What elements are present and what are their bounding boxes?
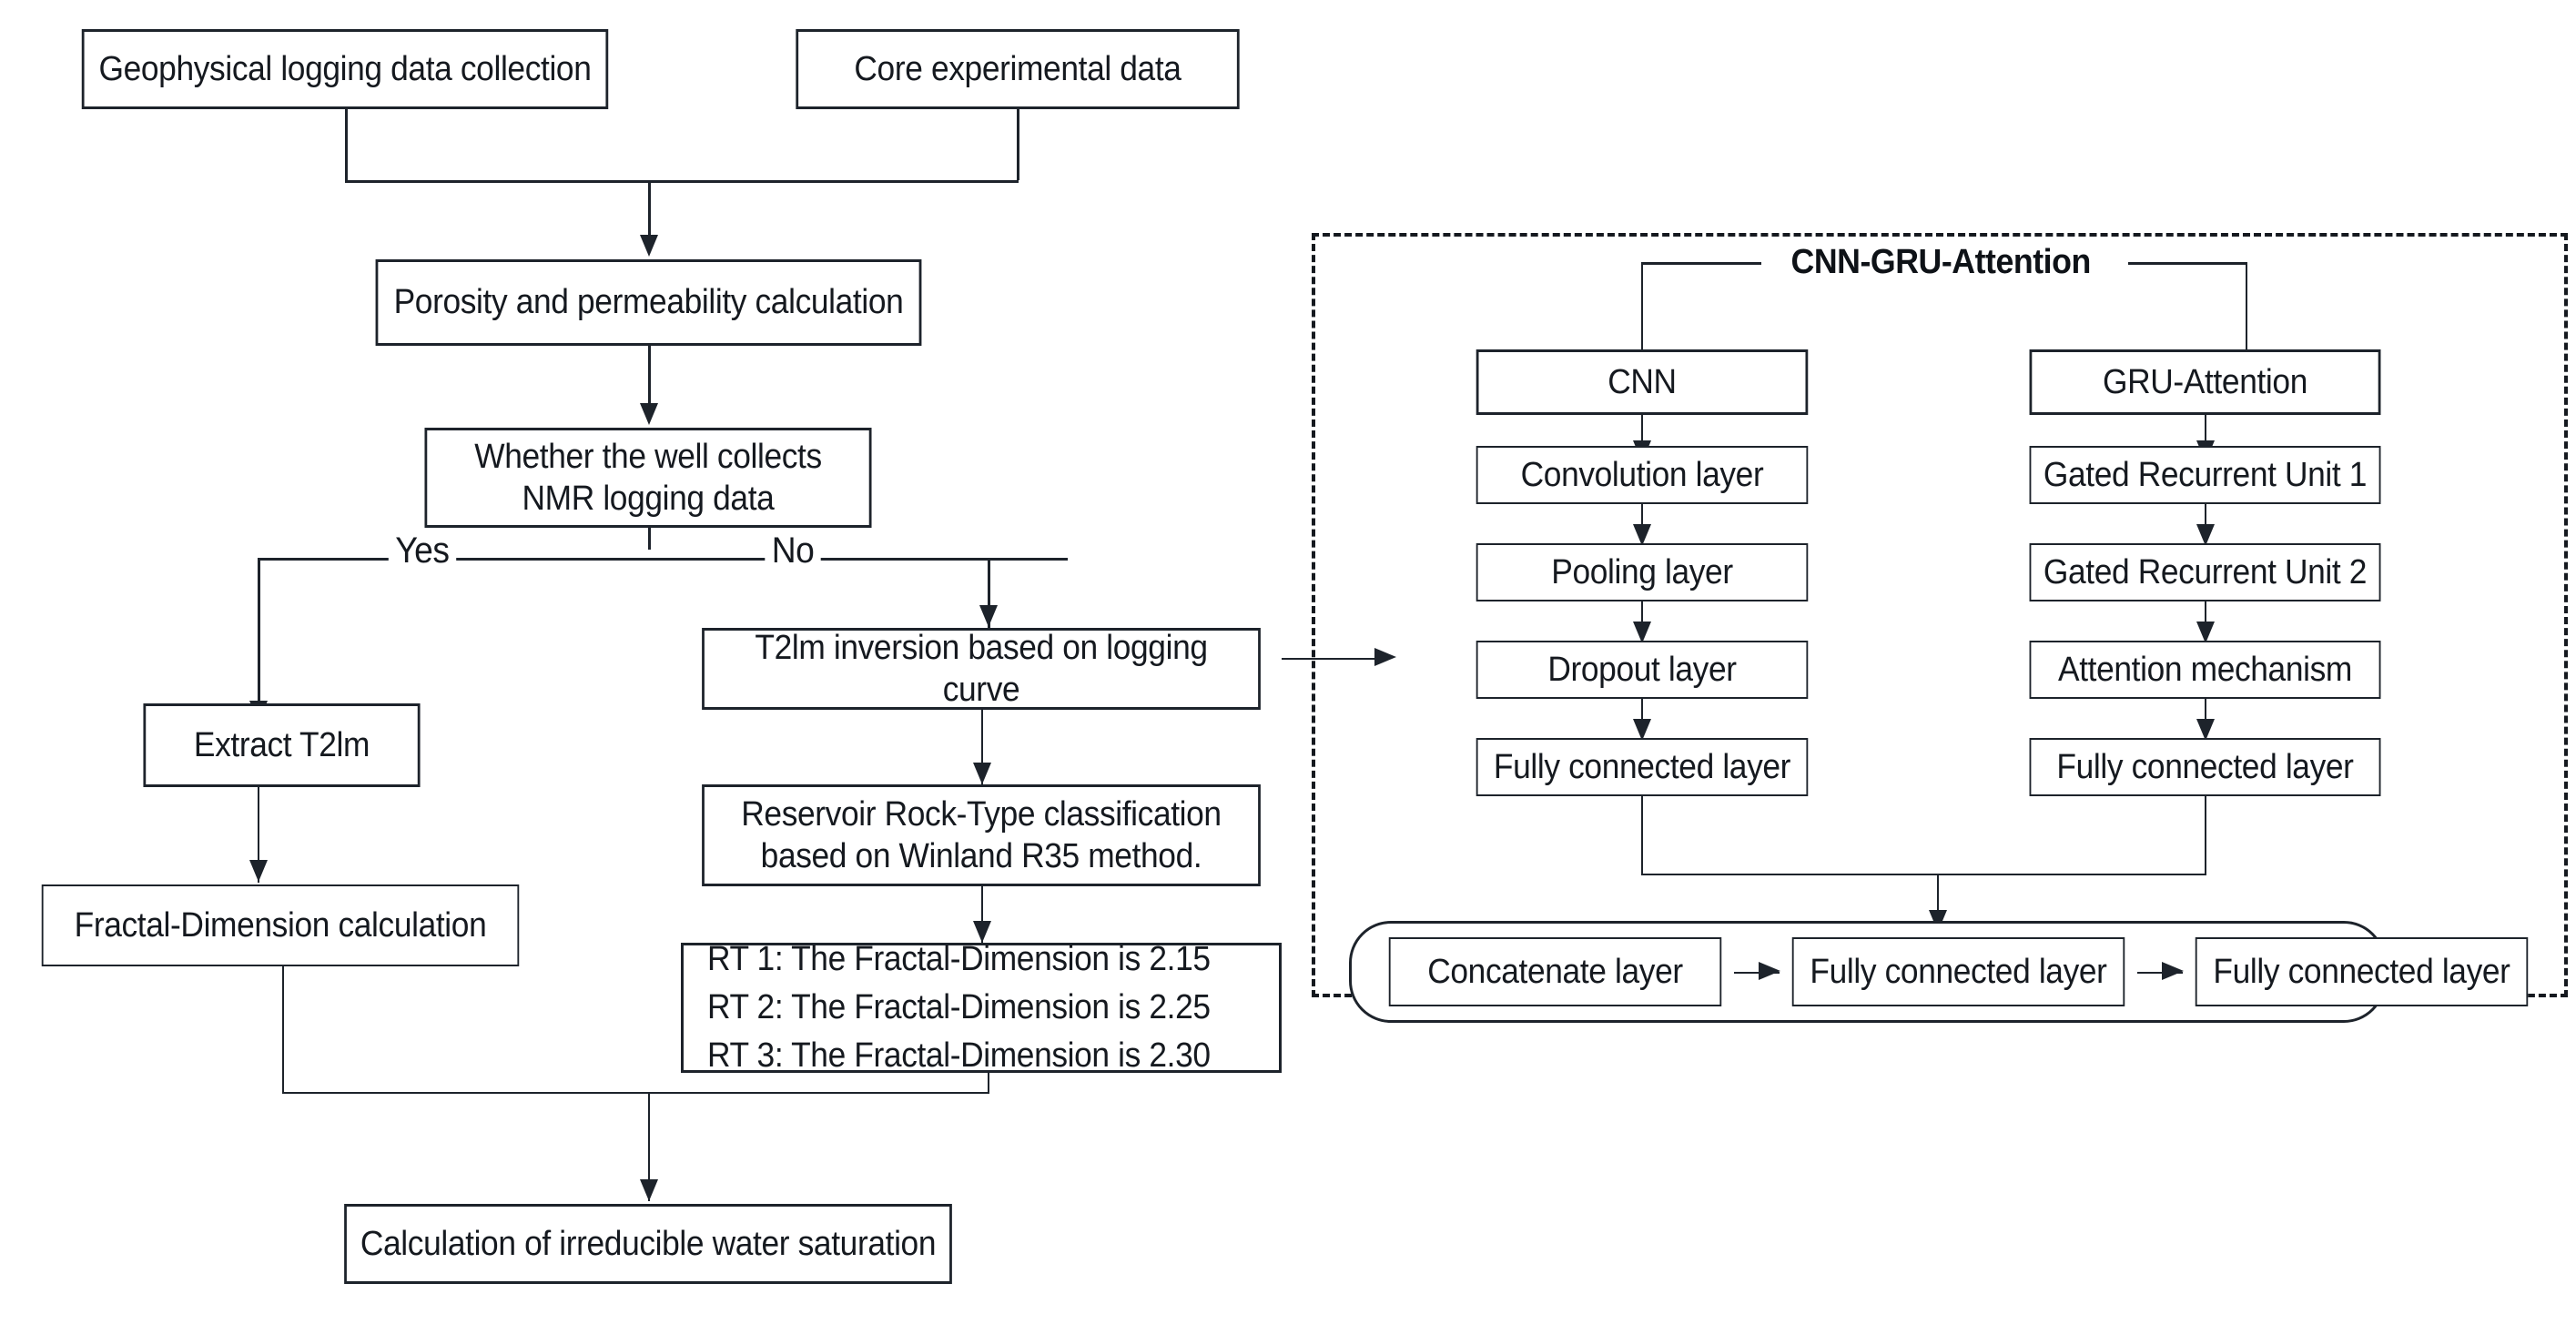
node-gru-attention-head[interactable]: GRU-Attention: [2029, 349, 2381, 415]
node-core-experimental-data[interactable]: Core experimental data: [796, 29, 1240, 109]
node-gru-fully-connected-layer[interactable]: Fully connected layer: [2029, 738, 2381, 796]
connector-title-to-cnn: [1641, 262, 1643, 349]
node-attention-mechanism[interactable]: Attention mechanism: [2029, 641, 2381, 699]
arrowhead-fc1-to-fc2: [2162, 962, 2184, 980]
connector-fc1-to-fc2: [2137, 972, 2183, 974]
arrowhead-pooling-to-dropout: [1633, 622, 1651, 643]
connector-concat-to-fc1: [1734, 972, 1780, 974]
connector-no-down: [988, 558, 990, 629]
node-fractal-dimension-calculation[interactable]: Fractal-Dimension calculation: [41, 884, 520, 966]
connector-rocktype-down: [981, 886, 983, 943]
arrowhead-to-rt-list: [973, 921, 991, 943]
connector-gru-fc-down: [2205, 796, 2206, 875]
arrowhead-to-nmr-decision: [640, 403, 658, 425]
arrowhead-to-porosity: [640, 235, 658, 257]
connector-yes-down: [258, 558, 260, 722]
node-rt-fractal-dimension-list[interactable]: RT 1: The Fractal-Dimension is 2.15 RT 2…: [681, 940, 1282, 1075]
arrowhead-unit2-to-attention: [2196, 622, 2215, 643]
connector-title-to-gru: [2246, 262, 2247, 349]
arrowhead-dropout-to-fc: [1633, 719, 1651, 741]
model-group-title: CNN-GRU-Attention: [1779, 243, 2103, 282]
connector-rtlist-down: [988, 1073, 989, 1094]
node-reservoir-rock-type-classification[interactable]: Reservoir Rock-Type classification based…: [702, 784, 1261, 886]
connector-t2lm-to-model: [1282, 658, 1380, 660]
group-title-rule-left: [1641, 262, 1761, 265]
arrowhead-to-fractal-dimension: [249, 860, 268, 882]
connector-branch-merge-down: [1937, 874, 1939, 930]
node-cnn-head[interactable]: CNN: [1476, 349, 1809, 415]
connector-t2lm-down: [981, 710, 983, 784]
connector-cnn-head-down: [1641, 415, 1643, 462]
connector-gru-head-down: [2205, 415, 2206, 462]
list-item: RT 1: The Fractal-Dimension is 2.15: [707, 939, 1211, 978]
group-title-rule-right: [2128, 262, 2246, 265]
arrowhead-concat-to-fc1: [1759, 962, 1780, 980]
node-porosity-and-permeability-calculation[interactable]: Porosity and permeability calculation: [375, 259, 922, 346]
connector-branch-merge: [1641, 874, 2206, 875]
node-cnn-fully-connected-layer[interactable]: Fully connected layer: [1476, 738, 1809, 796]
connector-porosity-down: [648, 346, 651, 405]
connector-top-merge-down: [648, 180, 651, 237]
connector-extract-down: [258, 787, 259, 883]
arrowhead-convolution-to-pooling: [1633, 524, 1651, 546]
connector-yes-no-bar: [258, 558, 1068, 561]
connector-decision-down: [648, 528, 651, 550]
node-gated-recurrent-unit-1[interactable]: Gated Recurrent Unit 1: [2029, 446, 2381, 504]
edge-label-no: No: [765, 531, 821, 571]
node-calculation-of-irreducible-water-saturation[interactable]: Calculation of irreducible water saturat…: [344, 1204, 952, 1284]
arrowhead-to-model-group: [1374, 648, 1396, 666]
arrowhead-attention-to-fc: [2196, 719, 2215, 741]
node-t2lm-inversion[interactable]: T2lm inversion based on logging curve: [702, 628, 1261, 710]
node-geophysical-logging-data-collection[interactable]: Geophysical logging data collection: [81, 29, 609, 109]
connector-top-merge: [345, 180, 1019, 183]
node-convolution-layer[interactable]: Convolution layer: [1476, 446, 1809, 504]
list-item: RT 3: The Fractal-Dimension is 2.30: [707, 1036, 1211, 1076]
connector-bottom-merge: [282, 1092, 989, 1094]
model-group-container: [1312, 233, 2568, 997]
node-concatenate-layer[interactable]: Concatenate layer: [1388, 937, 1722, 1006]
node-dropout-layer[interactable]: Dropout layer: [1476, 641, 1809, 699]
node-pooling-layer[interactable]: Pooling layer: [1476, 543, 1809, 601]
connector-geophysical-down: [345, 109, 348, 180]
node-gated-recurrent-unit-2[interactable]: Gated Recurrent Unit 2: [2029, 543, 2381, 601]
arrowhead-to-irreducible-water: [640, 1179, 658, 1201]
node-nmr-decision[interactable]: Whether the well collects NMR logging da…: [424, 428, 872, 528]
connector-core-down: [1017, 109, 1019, 180]
list-item: RT 2: The Fractal-Dimension is 2.25: [707, 987, 1211, 1026]
connector-fractal-down: [282, 966, 284, 1094]
connector-bottom-merge-down: [648, 1092, 650, 1201]
arrowhead-to-t2lm-inversion: [979, 605, 998, 627]
arrowhead-to-rock-type: [973, 763, 991, 784]
node-fusion-fully-connected-layer-2[interactable]: Fully connected layer: [2195, 937, 2529, 1006]
edge-label-yes: Yes: [388, 531, 456, 571]
node-extract-t2lm[interactable]: Extract T2lm: [143, 703, 421, 787]
arrowhead-unit1-to-unit2: [2196, 524, 2215, 546]
node-fusion-fully-connected-layer-1[interactable]: Fully connected layer: [1791, 937, 2125, 1006]
connector-cnn-fc-down: [1641, 796, 1643, 875]
